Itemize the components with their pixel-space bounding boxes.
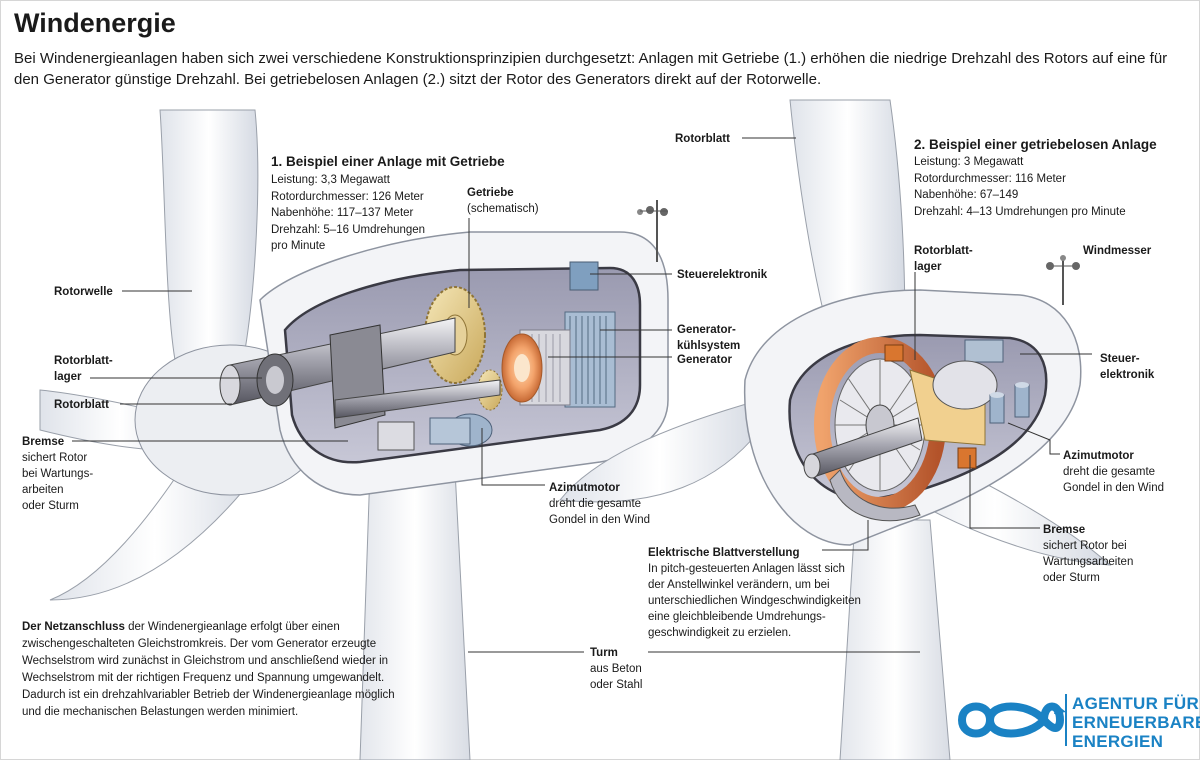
label-generator: Generator [677,354,732,366]
netzanschluss-text: Der Netzanschluss der Windenergieanlage … [22,619,402,721]
label-azimutmotor-2: Azimutmotor dreht die gesamte Gondel in … [1063,450,1165,494]
spec-line: Leistung: 3 Megawatt [914,156,1024,168]
page-title: Windenergie [14,8,176,38]
example-1-heading: 1. Beispiel einer Anlage mit Getriebe [271,154,505,169]
intro-text: Bei Windenergieanlagen haben sich zwei v… [14,50,1168,88]
netzanschluss-bold: Der Netzanschluss [22,621,125,633]
label-turm: Turm aus Beton oder Stahl [590,647,643,691]
label-steuerelektronik-2: Steuer- elektronik [1100,353,1155,381]
blade-2-left [559,399,761,503]
label-getriebe: Getriebe (schematisch) [467,187,539,215]
label-steuerelektronik-1: Steuerelektronik [677,269,768,281]
logo-line-2: ERNEUERBARE [1072,713,1200,732]
label-bremse-1: Bremse sichert Rotor bei Wartungs- arbei… [22,436,94,512]
example-2-heading: 2. Beispiel einer getriebelosen Anlage [914,137,1157,152]
netzanschluss-body: der Windenergieanlage erfolgt über einen… [22,621,395,718]
label-windmesser: Windmesser [1083,245,1152,257]
aee-logo-text: AGENTUR FÜR ERNEUERBARE ENERGIEN [1072,694,1200,751]
spec-line: Rotordurchmesser: 126 Meter [271,190,424,203]
label-rotorblattlager-1: Rotorblatt- lager [54,355,113,383]
logo-line-1: AGENTUR FÜR [1072,694,1200,713]
label-azimutmotor-1: Azimutmotor dreht die gesamte Gondel in … [549,482,651,526]
aee-logo-icon [958,694,1067,746]
spec-line: Rotordurchmesser: 116 Meter [914,172,1066,185]
example-2-specs: Leistung: 3 Megawatt Rotordurchmesser: 1… [914,154,1126,220]
label-bremse-2: Bremse sichert Rotor bei Wartungsarbeite… [1043,524,1134,584]
spec-line: Drehzahl: 5–16 Umdrehungen [271,223,426,236]
spec-line: Drehzahl: 4–13 Umdrehungen pro Minute [914,205,1126,218]
example-1-specs: Leistung: 3,3 Megawatt Rotordurchmesser:… [271,172,425,255]
label-rotorblatt-2: Rotorblatt [675,133,730,145]
label-blattverstellung: Elektrische Blattverstellung In pitch-ge… [648,547,861,639]
spec-line: Leistung: 3,3 Megawatt [271,174,390,186]
blade-1-up [159,109,259,361]
label-kuehlsystem: Generator- kühlsystem [677,324,741,352]
label-rotorblattlager-2: Rotorblatt- lager [914,245,973,273]
label-rotorwelle: Rotorwelle [54,286,113,298]
spec-line: Nabenhöhe: 67–149 [914,189,1019,201]
logo-line-3: ENERGIEN [1072,732,1164,751]
spec-line: Nabenhöhe: 117–137 Meter [271,207,414,219]
spec-line: pro Minute [271,240,326,252]
label-rotorblatt-1: Rotorblatt [54,399,109,411]
